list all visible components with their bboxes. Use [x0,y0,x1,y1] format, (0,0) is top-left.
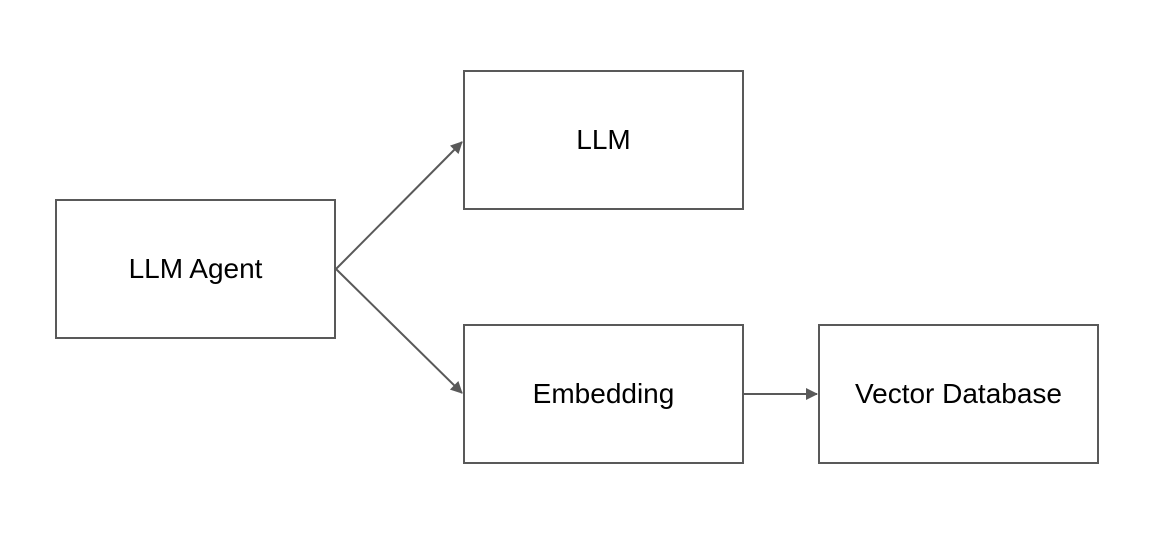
node-label: LLM [576,124,631,155]
node-label: Embedding [532,378,675,409]
arrow-agent-to-embedding [335,268,463,394]
node-llm-agent: LLM Agent [55,199,336,339]
node-embedding: Embedding [463,324,744,464]
node-llm: LLM [463,70,744,210]
arrow-agent-to-llm [335,141,463,270]
node-vector-database: Vector Database [818,324,1099,464]
node-label: Vector Database [854,378,1063,409]
node-label: LLM Agent [128,253,263,284]
